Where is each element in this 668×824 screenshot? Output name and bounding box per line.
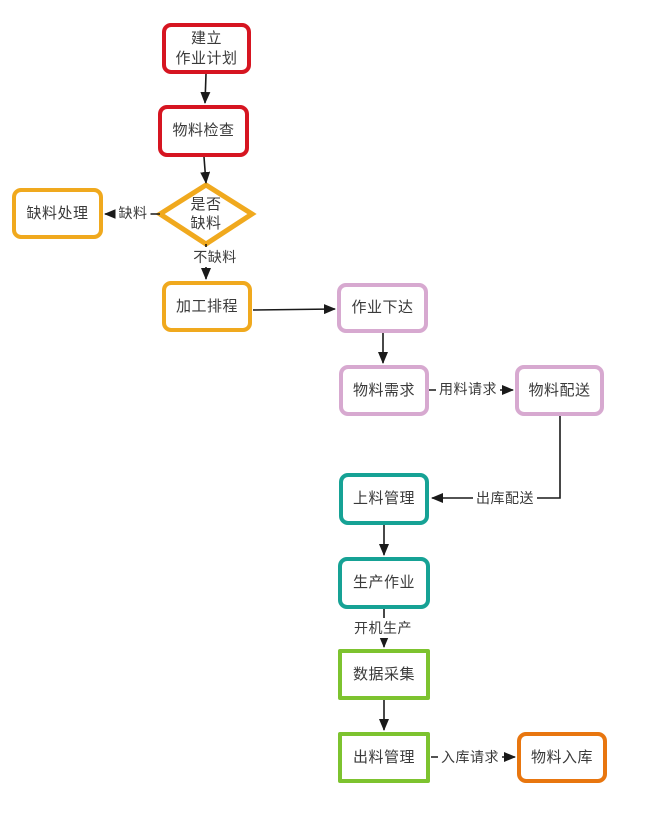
- node-processing-schedule: 加工排程: [162, 281, 252, 332]
- node-material-delivery: 物料配送: [515, 365, 604, 416]
- edge-delivery-to-loading: [431, 416, 561, 503]
- node-loading-management: 上料管理: [339, 473, 429, 525]
- edge-label-material-request: 用料请求: [436, 379, 500, 399]
- edge-label-inbound-request: 入库请求: [438, 747, 502, 767]
- edge-label-machine-start: 开机生产: [351, 618, 415, 638]
- edge-label-no-shortage: 不缺料: [190, 247, 240, 267]
- node-establish-work-plan: 建立 作业计划: [162, 23, 251, 74]
- node-shortage-handling: 缺料处理: [12, 188, 103, 239]
- edge-check-to-decision: [200, 156, 211, 184]
- node-discharge-management: 出料管理: [338, 732, 430, 783]
- edge-label-shortage: 缺料: [115, 203, 151, 223]
- node-material-demand: 物料需求: [339, 365, 429, 416]
- node-material-check: 物料检查: [158, 105, 249, 157]
- node-job-release: 作业下达: [337, 283, 428, 333]
- edge-plan-to-check: [200, 73, 211, 104]
- node-production-operation: 生产作业: [338, 557, 430, 609]
- decision-shortage-label: 是否 缺料: [190, 195, 222, 233]
- node-data-collection: 数据采集: [338, 649, 430, 700]
- edge-schedule-to-release: [252, 304, 336, 315]
- node-material-warehousing: 物料入库: [517, 732, 607, 783]
- edge-label-outbound-delivery: 出库配送: [473, 488, 537, 508]
